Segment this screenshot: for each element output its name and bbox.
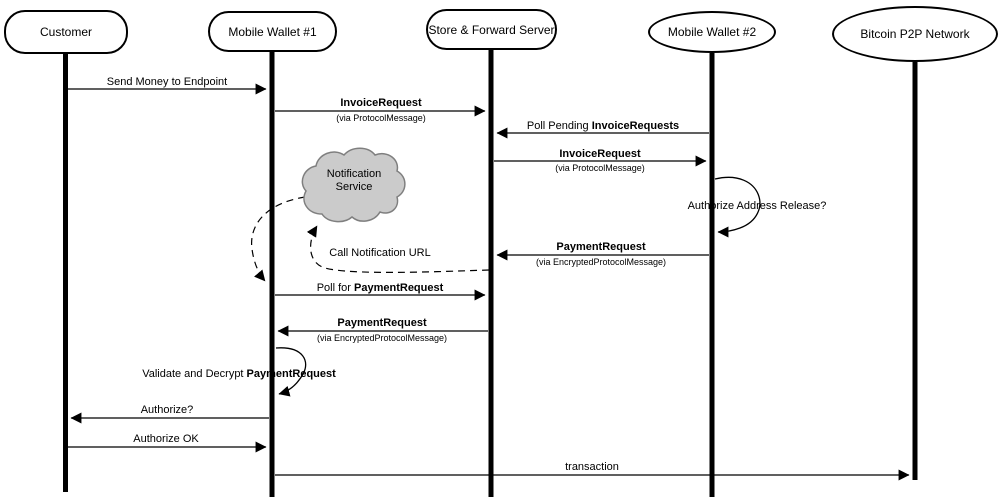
- message-poll-pending-prefix: Poll Pending: [526, 120, 592, 132]
- message-validate-decrypt-prefix: Validate and Decrypt: [142, 368, 247, 380]
- notification-cloud-label-line2: Service: [335, 181, 373, 193]
- message-payment-request-2-title: PaymentRequest: [337, 317, 427, 329]
- message-validate-decrypt-bold: PaymentRequest: [246, 368, 336, 380]
- message-transaction: transaction: [565, 461, 619, 473]
- actor-mobile-wallet-2-label: Mobile Wallet #2: [667, 25, 757, 39]
- notification-cloud-label: Notification Service: [327, 168, 381, 194]
- dashed-arrow-call-notification: [306, 225, 490, 273]
- message-invoice-request-1-title: InvoiceRequest: [340, 97, 422, 109]
- message-poll-payment-prefix: Poll for: [316, 282, 355, 294]
- self-loop-validate-decrypt: [275, 347, 307, 397]
- message-send-money: Send Money to Endpoint: [106, 76, 228, 88]
- actor-mobile-wallet-1-label: Mobile Wallet #1: [228, 24, 317, 39]
- message-payment-request-1-title: PaymentRequest: [556, 241, 646, 253]
- actor-bitcoin-p2p-network: Bitcoin P2P Network: [832, 6, 998, 62]
- message-call-notification: Call Notification URL: [329, 247, 431, 259]
- notification-cloud-label-line1: Notification: [326, 168, 382, 180]
- message-payment-request-2-via: (via EncryptedProtocolMessage): [316, 333, 448, 343]
- message-invoice-request-2-via: (via ProtocolMessage): [555, 163, 645, 173]
- message-validate-decrypt: Validate and Decrypt PaymentRequest: [142, 368, 336, 380]
- self-loop-authorize-release: [714, 176, 761, 238]
- message-authorize-ok: Authorize OK: [133, 433, 199, 445]
- message-authorize-q: Authorize?: [140, 404, 194, 416]
- message-authorize-release: Authorize Address Release?: [687, 200, 827, 212]
- actor-customer: Customer: [4, 10, 128, 54]
- actor-store-forward-server: Store & Forward Server: [426, 9, 557, 50]
- message-poll-payment: Poll for PaymentRequest: [317, 282, 444, 294]
- actor-mobile-wallet-2: Mobile Wallet #2: [648, 11, 776, 53]
- message-invoice-request-2-title: InvoiceRequest: [559, 148, 641, 160]
- message-poll-pending: Poll Pending InvoiceRequests: [527, 120, 679, 132]
- actor-customer-label: Customer: [39, 25, 92, 39]
- actor-bitcoin-p2p-network-label: Bitcoin P2P Network: [860, 27, 970, 41]
- dashed-arrow-notify-wallet1: [250, 196, 306, 282]
- message-invoice-request-1-via: (via ProtocolMessage): [336, 113, 426, 123]
- message-payment-request-1-via: (via EncryptedProtocolMessage): [535, 257, 667, 267]
- actor-store-forward-server-label: Store & Forward Server: [428, 22, 555, 37]
- notification-cloud: [301, 147, 406, 223]
- message-poll-pending-bold: InvoiceRequests: [591, 120, 680, 132]
- actor-mobile-wallet-1: Mobile Wallet #1: [208, 11, 337, 52]
- message-poll-payment-bold: PaymentRequest: [354, 282, 444, 294]
